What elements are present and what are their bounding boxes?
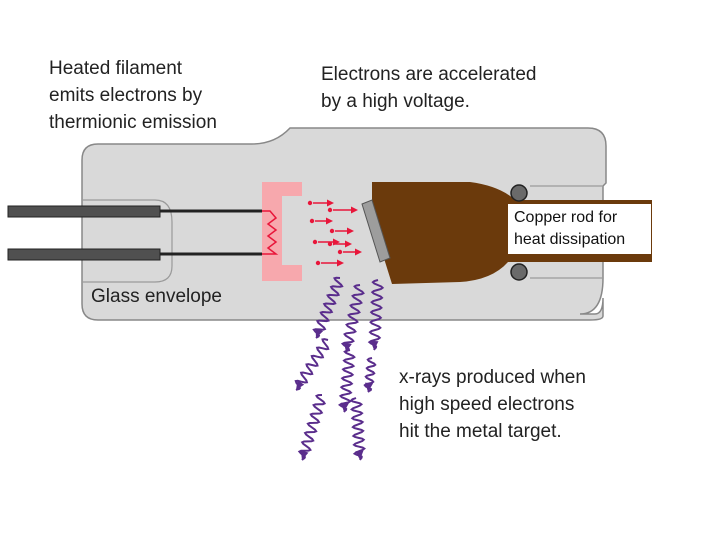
copper-rod-label: Copper rod for heat dissipation: [514, 207, 625, 251]
copper-label-box: [508, 204, 651, 254]
xrays-label-line: hit the metal target.: [399, 421, 562, 442]
electron-dot: [329, 228, 335, 234]
xray-wave: [312, 276, 344, 339]
copper-label-line: Copper rod for: [514, 209, 618, 226]
copper-label-line: heat dissipation: [514, 231, 626, 248]
filament-coil: [262, 210, 279, 255]
xray-wave: [294, 338, 330, 391]
xray-arrow-head: [355, 450, 364, 460]
electrons-label: Electrons are accelerated by a high volt…: [321, 61, 536, 115]
cathode-cup: [262, 182, 302, 281]
lead-top: [7, 205, 161, 218]
electron-dot: [307, 200, 313, 206]
xray-arrow-head: [315, 328, 324, 338]
xray-waves: [294, 276, 385, 461]
xray-wave: [349, 397, 366, 461]
xrays-label-line: high speed electrons: [399, 394, 575, 415]
xray-arrow-head: [300, 450, 309, 460]
electron-dot: [327, 241, 333, 247]
electron-dot: [327, 207, 333, 213]
filament-label-line: Heated filament: [49, 58, 183, 79]
electron-arrow-head: [347, 227, 354, 235]
electrons-label-line: by a high voltage.: [321, 91, 470, 112]
xrays-label-line: x-rays produced when: [399, 367, 586, 388]
xray-wave: [297, 394, 327, 461]
xray-wave: [367, 279, 385, 351]
glass-inner-line: [82, 199, 173, 283]
xray-arrow-head: [296, 380, 305, 390]
filament-label: Heated filament emits electrons by therm…: [49, 55, 217, 136]
xray-arrow-head: [370, 340, 379, 350]
electron-arrow-head: [337, 259, 344, 267]
xray-wave: [337, 349, 356, 413]
electron-arrows: [307, 199, 362, 267]
seal-ring-bottom: [510, 263, 528, 281]
electrons-label-line: Electrons are accelerated: [321, 64, 537, 85]
electron-arrow-head: [351, 206, 358, 214]
glass-envelope-label: Glass envelope: [91, 286, 222, 307]
electron-dot: [309, 218, 315, 224]
electron-dot: [315, 260, 321, 266]
filament-label-line: emits electrons by: [49, 85, 203, 106]
electron-arrow-head: [345, 240, 352, 248]
seal-ring-top: [510, 184, 528, 202]
electron-dot: [337, 249, 343, 255]
xray-arrow-head: [365, 382, 373, 392]
tungsten-target-face: [361, 199, 391, 263]
xray-wave: [340, 284, 365, 353]
xrays-label: x-rays produced when high speed electron…: [399, 364, 586, 445]
electron-arrow-head: [327, 199, 334, 207]
xray-wave: [363, 357, 377, 393]
electron-arrow-head: [326, 217, 333, 225]
lead-bottom: [7, 248, 161, 261]
filament-label-line: thermionic emission: [49, 112, 217, 133]
electron-dot: [312, 239, 318, 245]
xray-arrow-head: [343, 342, 352, 352]
electron-arrow-head: [355, 248, 362, 256]
xray-arrow-head: [340, 402, 349, 412]
